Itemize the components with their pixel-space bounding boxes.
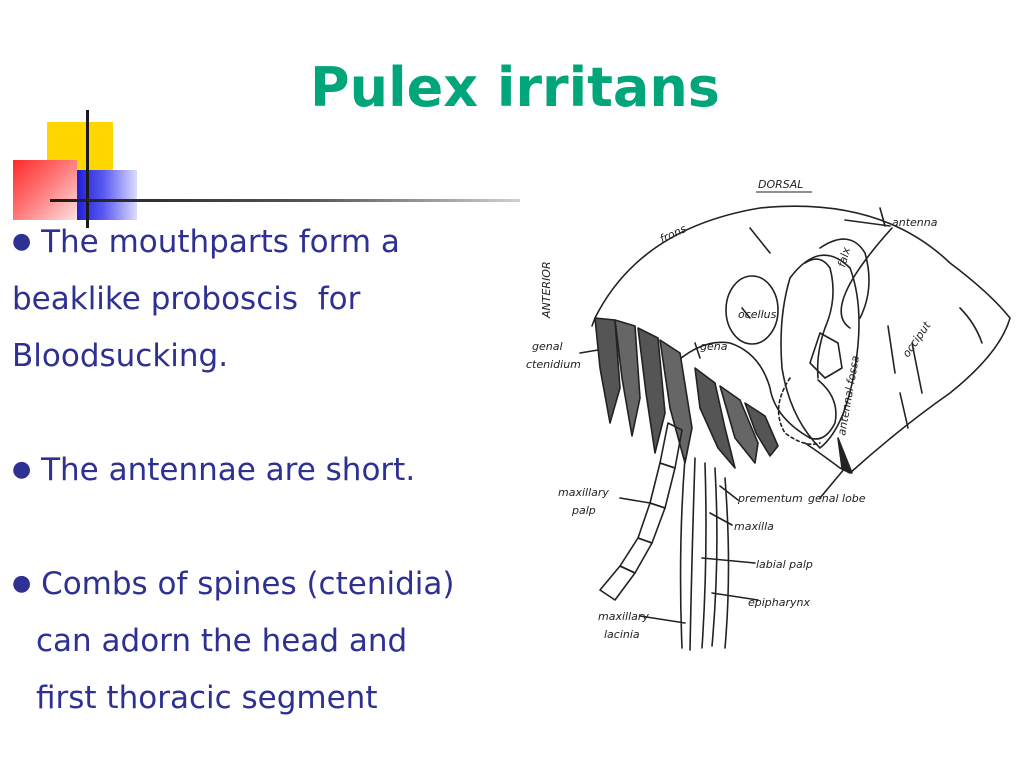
mouthpart-stylets — [679, 457, 730, 651]
label-prementum: prementum — [737, 492, 803, 505]
bullet-line: ● The mouthparts form a — [12, 224, 400, 260]
label-occiput: occiput — [900, 319, 934, 360]
label-antenna: antenna — [892, 216, 938, 229]
label-maxillary-palp: maxillary — [558, 486, 609, 499]
bullet-list: ● The mouthparts form a beaklike probosc… — [12, 214, 532, 727]
label-genal-ctenidium: ctenidium — [526, 358, 581, 371]
antennal-fossa-shape — [780, 254, 860, 449]
bullet-line: Bloodsucking. — [12, 338, 229, 374]
label-maxillary-lacinia: maxillary — [598, 610, 649, 623]
bullet-line: ● Combs of spines (ctenidia) — [12, 566, 455, 602]
label-dorsal: DORSAL — [758, 178, 803, 191]
head-outline — [594, 205, 1011, 474]
label-falx: falx — [835, 245, 853, 268]
label-genal-ctenidium: genal — [532, 340, 563, 353]
bullet-line: first thoracic segment — [36, 680, 378, 716]
label-maxillary-lacinia: lacinia — [604, 628, 640, 641]
decorative-corner — [0, 0, 530, 230]
red-square — [13, 160, 77, 220]
ocellus-shape — [725, 275, 779, 345]
label-genal-lobe: genal lobe — [808, 492, 866, 505]
bullet-line: can adorn the head and — [36, 623, 408, 659]
slide-title: Pulex irritans — [310, 56, 720, 119]
bullet-line: beaklike proboscis for — [12, 281, 361, 317]
falx-shape — [819, 238, 870, 319]
flea-head-diagram: DORSAL ANTERIOR frons falx antenna ocell… — [526, 178, 1011, 651]
vertical-rule — [86, 110, 89, 228]
label-maxilla: maxilla — [734, 520, 774, 533]
label-maxillary-palp: palp — [571, 504, 596, 517]
bullet-line: ● The antennae are short. — [12, 452, 416, 488]
label-ocellus: ocellus — [738, 308, 777, 321]
bullet-dot: ● — [12, 457, 32, 482]
bullet-dot: ● — [12, 229, 32, 254]
gena-outline — [669, 341, 811, 439]
label-antennal-fossa: antennal fossa — [835, 354, 862, 436]
label-labial-palp: labial palp — [756, 558, 813, 571]
label-gena: gena — [700, 340, 728, 353]
genal-ctenidium — [594, 317, 779, 469]
label-epipharynx: epipharynx — [748, 596, 811, 609]
horizontal-rule — [50, 199, 520, 202]
label-frons: frons — [658, 222, 689, 246]
label-anterior: ANTERIOR — [540, 261, 553, 319]
maxillary-palp — [599, 422, 683, 601]
bullet-dot: ● — [12, 571, 32, 596]
